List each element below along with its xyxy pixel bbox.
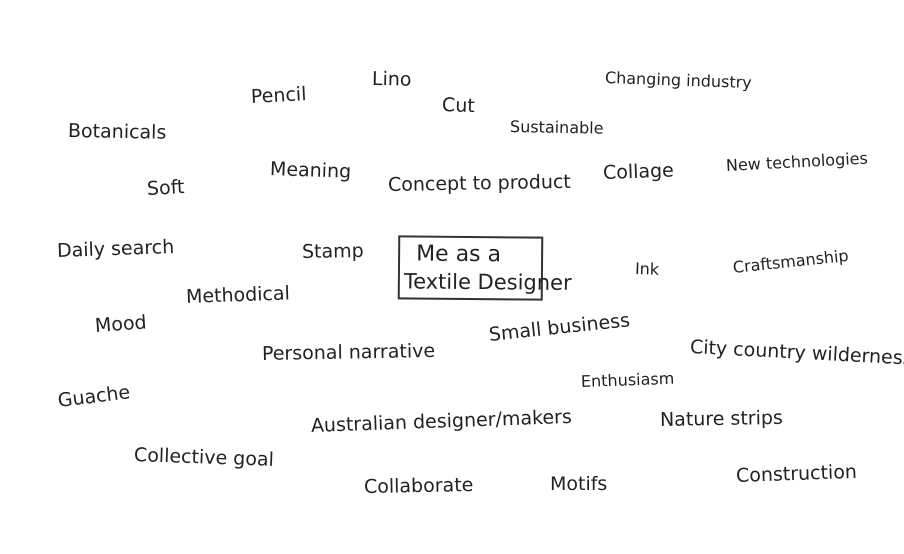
word-craftsmanship: Craftsmanship: [731, 245, 850, 277]
central-topic-line-2: Textile Designer: [403, 269, 572, 295]
word-collective-goal: Collective goal: [133, 444, 275, 471]
word-botanicals: Botanicals: [67, 120, 167, 144]
word-collaborate: Collaborate: [363, 474, 474, 498]
word-pencil: Pencil: [250, 83, 307, 108]
word-lino: Lino: [371, 68, 412, 91]
word-new-technologies: New technologies: [725, 148, 869, 175]
word-guache: Guache: [56, 381, 132, 412]
word-motifs: Motifs: [550, 473, 608, 495]
word-australian-designer-makers: Australian designer/makers: [310, 405, 573, 437]
word-construction: Construction: [735, 460, 858, 487]
central-topic-line-1: Me as a: [416, 241, 502, 268]
word-meaning: Meaning: [269, 158, 352, 183]
word-personal-narrative: Personal narrative: [261, 339, 436, 365]
word-changing-industry: Changing industry: [604, 68, 753, 93]
word-cut: Cut: [441, 94, 476, 118]
word-mood: Mood: [94, 311, 148, 337]
word-nature-strips: Nature strips: [659, 406, 784, 431]
word-stamp: Stamp: [301, 239, 364, 263]
word-ink: Ink: [634, 259, 660, 279]
word-enthusiasm: Enthusiasm: [580, 368, 675, 391]
word-methodical: Methodical: [185, 282, 291, 308]
word-sustainable: Sustainable: [509, 117, 604, 138]
word-collage: Collage: [602, 159, 675, 184]
word-concept-to-product: Concept to product: [387, 170, 571, 196]
word-small-business: Small business: [487, 309, 631, 346]
word-city-country-wilderness: City country wilderness: [689, 336, 904, 370]
central-topic-box: Me as a Textile Designer: [397, 235, 572, 301]
word-daily-search: Daily search: [56, 235, 175, 262]
word-soft: Soft: [146, 176, 185, 200]
